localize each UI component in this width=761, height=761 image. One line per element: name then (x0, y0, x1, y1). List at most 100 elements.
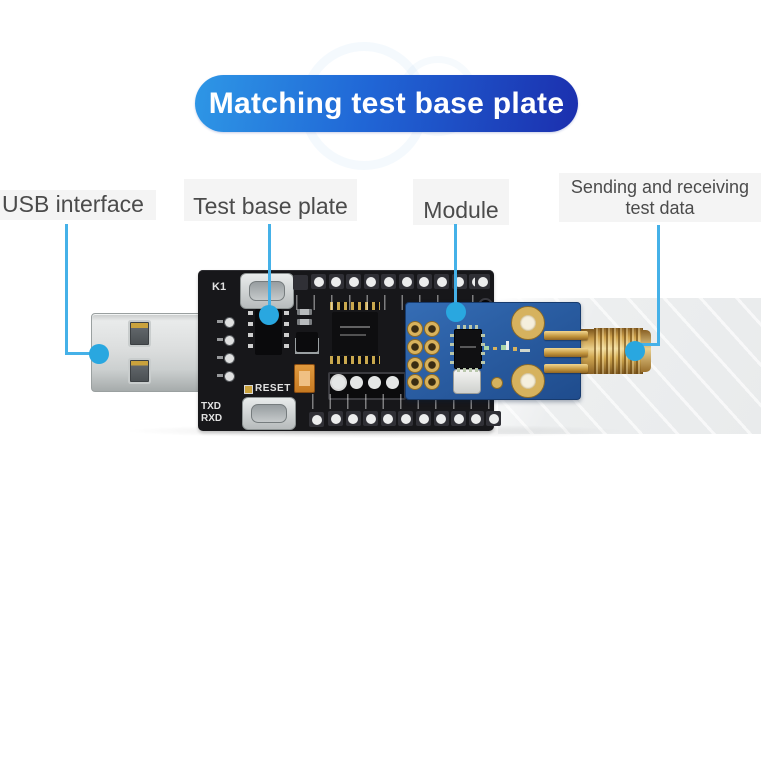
resistor (297, 319, 312, 325)
header-hole (368, 376, 381, 389)
gold-via (491, 377, 503, 389)
rf-chip-pin (481, 334, 485, 337)
module-gold-pad (407, 339, 423, 355)
crystal-oscillator (453, 369, 481, 394)
pin-pad (309, 412, 324, 427)
pin-pad (311, 274, 326, 289)
module-gold-pad (424, 374, 440, 390)
mounting-hole (512, 365, 544, 397)
label-sending-line2: test data (625, 197, 695, 218)
module-gold-pad (407, 357, 423, 373)
pin-hole (454, 276, 465, 287)
rf-chip-pin (481, 352, 485, 355)
mounting-hole (512, 307, 544, 339)
label-module-text: Module (423, 196, 499, 223)
txd-label: TXD (201, 401, 221, 412)
pin-pad (328, 411, 343, 426)
pin-pad (468, 411, 484, 426)
test-board-pcb: K1 RESET TXD RXD (198, 270, 502, 431)
callout-line-test-vertical (268, 224, 271, 308)
rxd-label: RXD (201, 413, 223, 424)
header-hole (386, 376, 399, 389)
pin-pad (486, 411, 502, 426)
push-button-bottom (242, 397, 296, 430)
pin-hole (418, 413, 429, 424)
orange-led-center (299, 371, 310, 386)
title-banner: Matching test base plate (195, 75, 578, 132)
smd-component (520, 349, 530, 352)
callout-line-module-vertical (454, 224, 457, 306)
rf-chip-print (460, 346, 476, 348)
label-sending-receiving: Sending and receiving test data (559, 173, 761, 222)
pin-pad (433, 411, 449, 426)
rf-chip-pin (450, 334, 454, 337)
pin-hole (331, 276, 342, 287)
pin-header-strip (330, 302, 380, 310)
callout-dot-usb (89, 344, 109, 364)
lead-pad (224, 317, 235, 328)
pin-hole (471, 413, 482, 424)
pin-pad (293, 275, 308, 290)
label-module: Module (413, 179, 509, 225)
label-sending-line1: Sending and receiving (570, 176, 750, 197)
callout-dot-send (625, 341, 645, 361)
smd-component (493, 347, 497, 350)
usb-contact-window (130, 322, 149, 345)
ic-print-line (340, 334, 366, 336)
rf-chip-pin (475, 368, 478, 372)
module-gold-pad (407, 374, 423, 390)
module-gold-pad (424, 357, 440, 373)
pin-hole (383, 413, 394, 424)
lead-stem (217, 374, 223, 377)
rf-chip (454, 329, 482, 369)
push-button-bottom-cap (251, 404, 287, 423)
pin-hole (383, 276, 394, 287)
pin-pad (363, 411, 379, 426)
sot23-transistor (296, 332, 318, 352)
rf-module-board (405, 302, 588, 400)
lead-stem (217, 356, 223, 359)
sma-connector-tip (641, 330, 651, 372)
label-test-base-plate-text: Test base plate (193, 192, 348, 219)
k1-label: K1 (212, 281, 227, 293)
push-button-top (240, 273, 294, 309)
rf-chip-pin (450, 361, 454, 364)
ic-print-line (340, 326, 370, 328)
pin-hole (313, 276, 324, 287)
pin-pad (345, 411, 361, 426)
dip-chip-pins-right (284, 311, 289, 355)
rf-chip-pin (469, 325, 472, 329)
pin-pad (381, 274, 397, 289)
pin-hole (311, 414, 322, 425)
antenna-pin (544, 331, 588, 340)
module-gold-pad (424, 339, 440, 355)
rf-chip-pin (450, 343, 454, 346)
orange-led (294, 364, 315, 393)
rf-chip-pin (463, 325, 466, 329)
pin-pad (346, 274, 362, 289)
usb-plug (91, 313, 201, 392)
callout-line-usb-vertical (65, 224, 68, 354)
pin-hole (366, 276, 377, 287)
lead-pad (224, 371, 235, 382)
pin-hole (453, 413, 464, 424)
pin-hole (477, 276, 488, 287)
usb-contact-window (130, 360, 149, 382)
smd-component (513, 347, 517, 351)
push-button-top-cap (249, 281, 285, 301)
lead-stem (217, 338, 223, 341)
label-usb-interface-text: USB interface (2, 191, 144, 218)
lead-pad (224, 353, 235, 364)
lead-pad (224, 335, 235, 346)
antenna-pin (544, 348, 588, 357)
rf-chip-pin (457, 368, 460, 372)
rf-chip-pin (457, 325, 460, 329)
header-hole (350, 376, 363, 389)
callout-line-usb-horizontal (65, 352, 93, 355)
pin-pad (475, 274, 490, 289)
dip-chip-pins-left (248, 311, 253, 355)
main-ic-chip (332, 312, 378, 355)
header-hole (332, 376, 345, 389)
rf-chip-pin (481, 361, 485, 364)
